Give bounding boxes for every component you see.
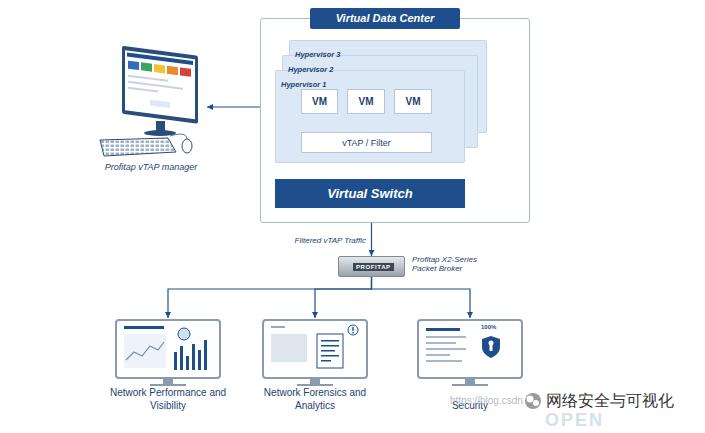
forensics-monitor-part [297,384,333,386]
manager-computer-part [182,139,192,153]
connector [168,277,372,318]
security-monitor-part [418,320,522,378]
forensics-monitor-part [310,378,320,384]
manager-computer-part-part [128,75,168,82]
node-label: VM [312,96,327,107]
node-label: Profitap X2-Series Packet Broker [412,255,496,273]
device-logo: PROFITAP [353,263,394,271]
watermark-icon-part [525,393,541,409]
group-box: Virtual Data CenterHypervisor 3Hyperviso… [260,18,530,223]
performance-monitor-part [163,378,173,384]
forensics-monitor-part [321,355,339,357]
manager-computer-part-part [128,87,158,93]
performance-monitor-part [186,356,189,370]
forensics-monitor-part [321,345,339,347]
node-label: Virtual Data Center [310,8,460,29]
security-monitor-part [452,384,488,386]
node-label: Hypervisor 2 [288,65,333,74]
security-monitor-part [489,341,494,346]
security-monitor-part [426,354,450,356]
filter-box: vTAP / Filter [301,132,432,153]
watermark-icon-part [533,400,539,406]
security-monitor-part [426,360,462,362]
manager-station: Profitap vTAP manager [95,40,207,175]
forensics-monitor-part [317,334,343,368]
forensics-monitor-part [321,360,331,362]
manager-computer-part-part [150,100,170,109]
performance-monitor-part [126,342,164,360]
forensics-monitor-part [271,334,307,362]
performance-monitor-part [174,352,177,370]
percent-value: 100% [481,324,496,330]
security-monitor-part [426,348,466,350]
switch-box: Virtual Switch [275,179,465,208]
security-monitor-part [426,336,466,338]
vm-box: VM [301,89,338,114]
forensics-monitor-part [352,327,353,331]
manager-computer-part-part [167,66,178,75]
security-monitor [418,320,522,386]
forensics-monitor-part [263,320,367,378]
performance-monitor [116,320,220,386]
node-label: Virtual Switch [327,186,412,201]
performance-monitor-part [124,326,164,329]
hypervisor-box: Hypervisor 1 VM VM VM vTAP / Filter [275,70,465,163]
forensics-monitor-part [348,325,358,335]
manager-computer-part-part [180,67,191,76]
performance-monitor-part [192,344,195,370]
node-label: Profitap vTAP manager [105,162,198,172]
manager-computer-part-part [125,50,195,119]
packet-broker: PROFITAPProfitap X2-Series Packet Broker [338,256,405,277]
manager-computer-part [122,46,198,124]
manager-computer-part [170,134,187,139]
node-label: VM [406,96,421,107]
forensics-monitor-part [352,332,353,333]
manager-computer-part-part [154,64,165,73]
node-label: Network Forensics and Analytics [245,387,385,412]
connector-label: Filtered vTAP Traffic [293,236,368,245]
performance-monitor-part [178,328,190,340]
connector [207,106,260,107]
performance-monitor-part [180,346,183,370]
manager-computer-part-part [128,61,139,70]
connector [315,277,372,318]
manager-computer-part [144,130,176,136]
watermark-icon-part [527,396,534,403]
tool-station: Network Forensics and Analytics [245,318,385,413]
node-label: VM [359,96,374,107]
security-monitor-part [426,342,456,344]
manager-computer-part-part [141,62,152,71]
forensics-monitor [263,320,367,386]
performance-monitor-part [204,340,207,370]
security-monitor-part [482,336,500,358]
watermark-url: https://blog.csdn [450,395,523,406]
node-label: Hypervisor 3 [295,50,340,59]
security-monitor-part [465,378,475,384]
vm-box: VM [347,89,385,114]
security-monitor-part [426,328,460,331]
forensics-monitor-part [321,350,335,352]
performance-monitor-part [124,334,166,368]
manager-computer-part [100,138,176,156]
connector [372,277,471,318]
vm-box: VM [394,89,432,114]
node-label: vTAP / Filter [342,138,391,148]
forensics-monitor-part [321,340,339,342]
performance-monitor-part [198,350,201,370]
tool-station: Network Performance and Visibility [98,318,238,413]
watermark-icon [525,393,541,409]
node-label: Network Performance and Visibility [98,387,238,412]
watermark-logo: OPEN [545,410,604,431]
performance-monitor-part [150,384,186,386]
node-label: Hypervisor 1 [281,80,326,89]
performance-monitor-part [116,320,220,378]
manager-computer [100,46,198,156]
watermark-text: 网络安全与可视化 [546,391,674,412]
manager-computer-part-part [122,46,198,124]
forensics-monitor-part [271,326,285,328]
